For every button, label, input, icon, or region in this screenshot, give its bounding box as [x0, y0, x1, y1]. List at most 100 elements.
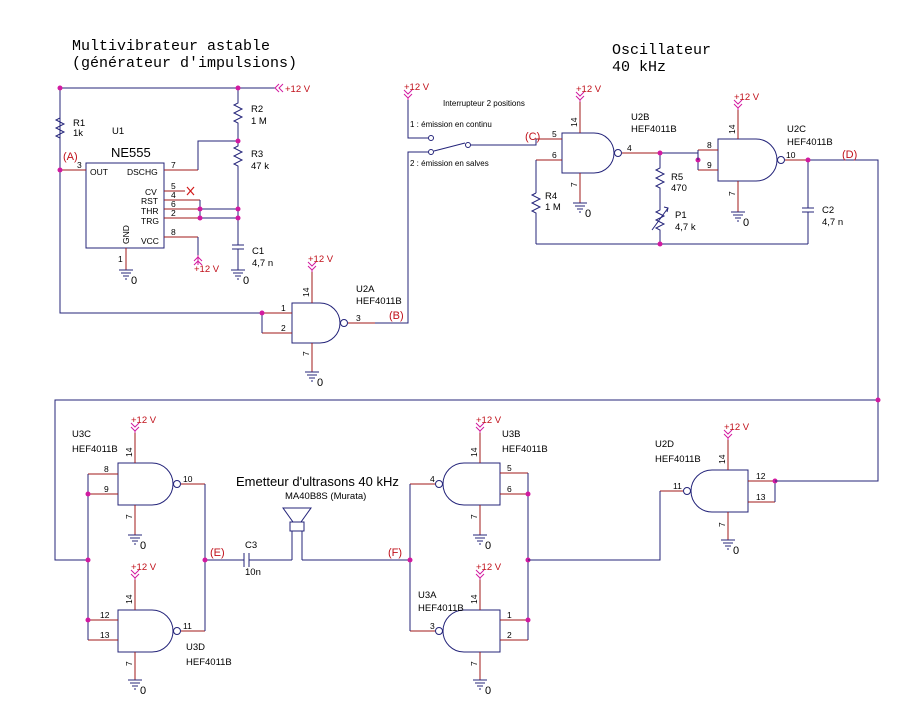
u2d-pin-out: 11: [673, 481, 682, 491]
u2a-pin-in2: 2: [281, 323, 286, 333]
u3b-ref: U3B: [502, 429, 520, 440]
ground-label: 0: [140, 685, 146, 697]
ground-label: 0: [485, 540, 491, 552]
c2-value: 4,7 n: [822, 217, 843, 228]
switch-pos1: 1 : émission en continu: [410, 120, 492, 129]
resistor-r1: [54, 88, 66, 170]
ne555-pin-rst: RST: [141, 196, 158, 206]
ne555-pin-dschg: DSCHG: [127, 167, 158, 177]
ground-icon: 0: [731, 211, 749, 229]
u3c-pin-vss: 7: [124, 514, 134, 519]
ne555-name: NE555: [111, 145, 151, 160]
r3-value: 47 k: [251, 161, 269, 172]
u2b-part: HEF4011B: [631, 124, 677, 135]
u3c-ref: U3C: [72, 429, 91, 440]
u3b-pin-vss: 7: [469, 514, 479, 519]
u3a-pin-out: 3: [430, 621, 435, 631]
u2d-part: HEF4011B: [655, 454, 701, 465]
ground-icon: 0: [128, 679, 146, 697]
u2a-pin-in1: 1: [281, 303, 286, 313]
u2b-ref: U2B: [631, 112, 649, 123]
u3a-pin-in1: 1: [507, 610, 512, 620]
r2-ref: R2: [251, 104, 263, 115]
node-label-e: (E): [210, 547, 225, 559]
emitter-title: Emetteur d'ultrasons 40 kHz: [236, 474, 399, 489]
node-label-d: (D): [842, 149, 857, 161]
u2c-pin-vdd: 14: [727, 124, 737, 134]
u2a-pin-vdd: 14: [301, 287, 311, 297]
u3d-pin-out: 11: [183, 621, 192, 631]
c1-value: 4,7 n: [252, 258, 273, 269]
vcc-supply-icon: +12 V: [723, 422, 750, 440]
ne555-num-dschg: 7: [171, 160, 176, 170]
u3c-pin-out: 10: [183, 474, 193, 484]
ground-label: 0: [243, 275, 249, 287]
p1-value: 4,7 k: [675, 222, 696, 233]
vcc-supply-icon: +12 V: [130, 415, 157, 433]
r3-ref: R3: [251, 149, 263, 160]
u3c-part: HEF4011B: [72, 444, 118, 455]
ne555-ref: U1: [112, 126, 124, 137]
supply-label: +12 V: [131, 562, 157, 573]
ne555-num-gnd: 1: [118, 254, 123, 264]
supply-label: +12 V: [194, 264, 220, 275]
u3b-part: HEF4011B: [502, 444, 548, 455]
u3b-pin-out: 4: [430, 474, 435, 484]
ground-icon: 0: [573, 202, 591, 220]
r2-value: 1 M: [251, 116, 267, 127]
speaker-icon: [282, 507, 312, 560]
ne555-pin-thr: THR: [141, 206, 158, 216]
resistor-r5: [654, 153, 666, 205]
node-label-b: (B): [389, 310, 404, 322]
switch-common: [465, 142, 471, 148]
potentiometer-p1: [654, 205, 666, 244]
u2c-pin-out: 10: [786, 150, 796, 160]
ne555-pin-trg: TRG: [141, 216, 159, 226]
u2d-pin-vss: 7: [717, 522, 727, 527]
ground-icon: 0: [128, 534, 146, 552]
ground-icon: 0: [231, 269, 249, 287]
u3a-pin-vdd: 14: [469, 594, 479, 604]
u2d-pin-in1: 12: [756, 471, 766, 481]
gate-u3d: U3D HEF4011B 12 13 11 14 7: [88, 580, 232, 680]
ne555-pin-cv: CV: [145, 187, 157, 197]
ground-label: 0: [131, 275, 137, 287]
vcc-supply-icon: +12 V: [733, 92, 760, 110]
u3a-ref: U3A: [418, 590, 437, 601]
vcc-supply-icon: +12 V: [307, 254, 334, 272]
title-astable-line1: Multivibrateur astable: [72, 38, 270, 55]
u3c-pin-in2: 9: [104, 484, 109, 494]
ne555-pin-vcc: VCC: [141, 236, 159, 246]
u2c-pin-in1: 8: [707, 140, 712, 150]
p1-ref: P1: [675, 210, 687, 221]
r4-value: 1 M: [545, 202, 561, 213]
u3b-pin-vdd: 14: [469, 447, 479, 457]
gate-u3b: U3B HEF4011B 5 6 4 14 7: [410, 429, 548, 535]
c1-ref: C1: [252, 246, 264, 257]
ground-label: 0: [140, 540, 146, 552]
ground-icon: 0: [473, 679, 491, 697]
u3d-part: HEF4011B: [186, 657, 232, 668]
ne555-num-cv: 5: [171, 181, 176, 191]
r1-value: 1k: [73, 128, 83, 139]
gate-u2d: U2D HEF4011B 12 13 11 14 7: [655, 439, 778, 540]
u2b-pin-in1: 5: [552, 129, 557, 139]
c3-value: 10n: [245, 567, 261, 578]
u3c-pin-in1: 8: [104, 464, 109, 474]
u3d-pin-vss: 7: [124, 661, 134, 666]
u2a-ref: U2A: [356, 284, 375, 295]
ground-label: 0: [585, 208, 591, 220]
resistor-r2: [232, 88, 244, 141]
resistor-r3: [232, 141, 244, 245]
u3d-ref: U3D: [186, 642, 205, 653]
u2c-ref: U2C: [787, 124, 806, 135]
ground-label: 0: [485, 685, 491, 697]
u2b-pin-out: 4: [627, 143, 632, 153]
gate-u3c: U3C HEF4011B 8 9 10 14 7: [72, 429, 205, 535]
r5-value: 470: [671, 183, 687, 194]
u2d-pin-in2: 13: [756, 492, 766, 502]
vcc-supply-icon: +12 V: [403, 82, 430, 100]
ne555-body: [85, 162, 165, 249]
